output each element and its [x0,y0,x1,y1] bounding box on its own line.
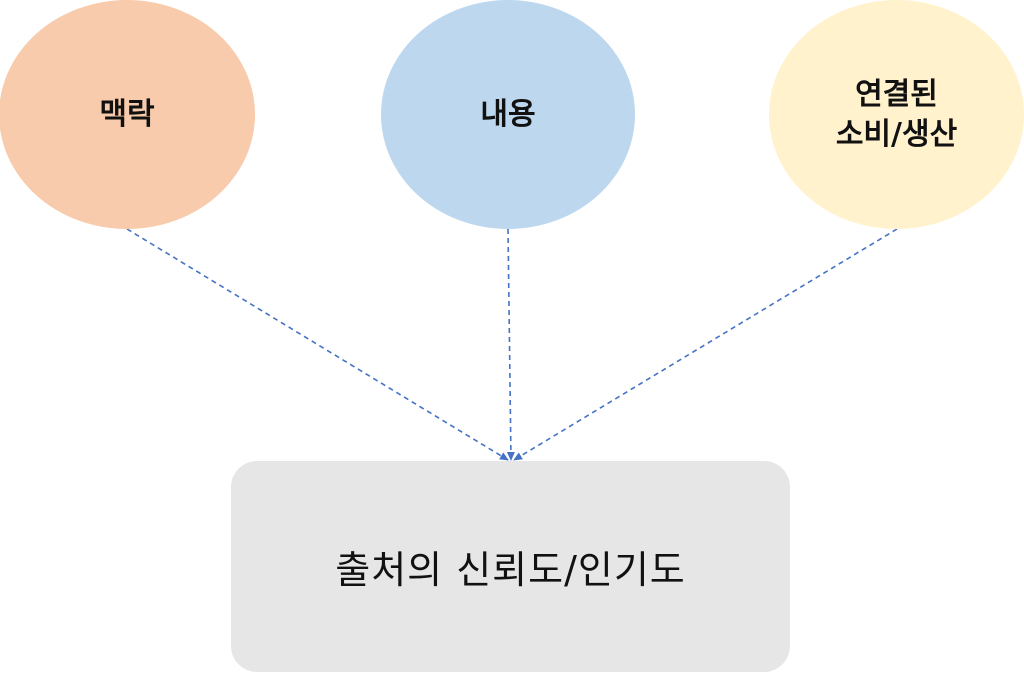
node-content: 내용 [381,0,635,229]
target-label: 출처의 신뢰도/인기도 [335,548,686,592]
node-content-label: 내용 [480,96,536,132]
node-linked-consumption-production: 연결된 소비/생산 [769,0,1024,229]
node-linked-label: 연결된 소비/생산 [835,76,958,152]
connector-linked-to-target [513,228,898,461]
target-source-credibility-box: 출처의 신뢰도/인기도 [231,461,790,672]
node-context-label: 맥락 [99,96,155,132]
connector-content-to-target [506,228,515,461]
connector-context-to-target [126,228,509,461]
node-context: 맥락 [0,0,255,229]
